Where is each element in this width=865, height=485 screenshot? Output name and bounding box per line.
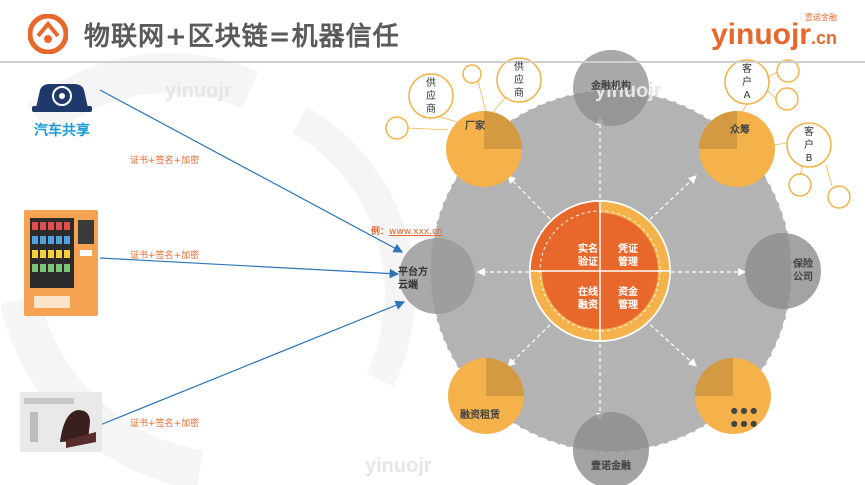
center-hub — [529, 200, 671, 342]
source-arrows — [99, 89, 406, 426]
watermark-top-left: yinuojr — [165, 80, 232, 102]
car-share-label: 汽车共享 — [34, 123, 90, 139]
node-top-left-label: 厂家 — [465, 121, 485, 132]
page-title: 物联网+区块链=机器信任 — [84, 22, 400, 52]
brand-logo-icon — [28, 14, 68, 54]
example-link: www.xxx.cn — [389, 227, 443, 237]
car-share-source: 汽车共享 — [22, 78, 102, 139]
massage-chair-source — [20, 392, 102, 452]
arrow-label-3: 证书+签名+加密 — [130, 419, 200, 429]
node-bottom-label: 壹诺金融 — [591, 461, 631, 472]
node-bottom-left-label: 融资租赁 — [460, 410, 500, 421]
node-bottom-circle — [573, 412, 649, 485]
vending-machine-icon — [24, 210, 98, 316]
center-q1-label: 实名 验证 — [578, 244, 598, 268]
center-q3-label: 在线 融资 — [578, 287, 598, 311]
supplier-bubble-label-1: 供 应 商 — [426, 78, 436, 115]
arrow-label-2: 证书+签名+加密 — [130, 251, 200, 261]
car-icon — [32, 84, 92, 112]
watermark-bottom: yinuojr — [365, 455, 432, 477]
platform-label: 平台方 云端 — [398, 267, 428, 291]
example-url: 例：www.xxx.cn — [371, 224, 443, 237]
header: 物联网+区块链=机器信任 壹诺金融 yinuojr.cn — [0, 0, 865, 63]
center-q2-label: 凭证 管理 — [618, 244, 638, 268]
arrow-label-1: 证书+签名+加密 — [130, 156, 200, 166]
supplier-bubble-label-2: 供 应 商 — [514, 62, 524, 99]
brand-cn-label: 壹诺金融 — [805, 13, 837, 22]
node-platform-circle — [399, 238, 475, 314]
brand-suffix: .cn — [810, 28, 837, 48]
node-top-right-label: 众筹 — [730, 125, 750, 136]
supplier-bubbles — [385, 57, 542, 140]
node-right-circle — [745, 233, 821, 309]
example-prefix: 例： — [371, 227, 390, 237]
vending-machine-source — [22, 210, 100, 318]
customer-bubbles — [724, 59, 851, 209]
massage-chair-icon — [20, 392, 102, 452]
node-bottom-right-label: ● ● ● ● ● ● — [730, 406, 758, 428]
node-top-circle — [573, 50, 649, 126]
customer-a-bubble-label: 客 户 A — [742, 64, 752, 101]
center-arrows — [476, 116, 747, 422]
brand-word: yinuojr — [710, 18, 811, 51]
center-q4-label: 资金 管理 — [618, 287, 638, 311]
header-divider — [0, 61, 865, 63]
node-right-label: 保险 公司 — [793, 259, 813, 283]
customer-b-bubble-label: 客 户 B — [804, 127, 814, 164]
watermark-top-right: yinuojr — [595, 80, 662, 102]
brand-name: yinuojr.cn — [711, 18, 837, 52]
node-top-label: 金融机构 — [591, 81, 631, 92]
